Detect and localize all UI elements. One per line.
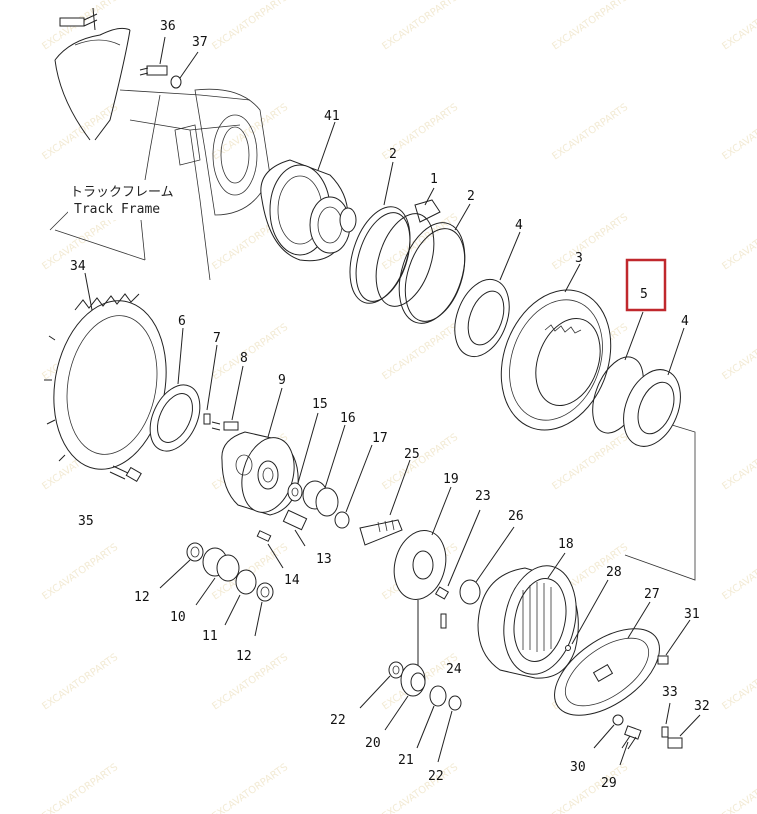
part-label-30: 30 [570,760,586,775]
part-label-15: 15 [312,397,328,412]
part-label-33: 33 [662,685,678,700]
part-label-26: 26 [508,509,524,524]
watermark-text: EXCAVATORPARTS [550,212,630,272]
watermark-text: EXCAVATORPARTS [720,652,757,712]
part-label-3: 3 [575,251,583,266]
part-number-labels: 36 37 41 2 1 2 4 3 5 4 34 6 7 8 9 15 16 … [70,19,710,791]
part-label-5: 5 [640,287,648,302]
thrust-washer-15-gear-16-ring-17 [287,412,373,529]
watermark-text: EXCAVATORPARTS [40,762,120,814]
pin-7-bolt-8-bolt-35 [109,344,244,483]
part-label-11: 11 [202,629,218,644]
highlight-box-part-5 [625,258,667,312]
part-label-29: 29 [601,776,617,791]
carrier-9 [221,387,299,516]
drum-18 [477,552,579,679]
watermark-text: EXCAVATORPARTS [720,762,757,814]
part-label-17: 17 [372,431,388,446]
watermark-text: EXCAVATORPARTS [210,102,290,162]
watermark-text: EXCAVATORPARTS [40,542,120,602]
bearing-4-left [454,231,521,358]
part-label-35: 35 [78,514,94,529]
ring-6 [149,327,201,452]
watermark-text: EXCAVATORPARTS [210,0,290,52]
floating-seals-1-2 [349,161,471,324]
part-label-4b: 4 [681,314,689,329]
watermark-text: EXCAVATORPARTS [720,0,757,52]
part-label-14: 14 [284,573,300,588]
part-label-28: 28 [606,565,622,580]
shim-5-bearing-4-right [592,311,696,581]
part-label-23: 23 [475,489,491,504]
shaft-25 [359,459,411,546]
part-label-36: 36 [160,19,176,34]
part-label-20: 20 [365,736,381,751]
part-label-12b: 12 [236,649,252,664]
watermark-text: EXCAVATORPARTS [40,102,120,162]
watermark-text: EXCAVATORPARTS [380,762,460,814]
watermark-text: EXCAVATORPARTS [550,762,630,814]
carrier-19 [393,486,452,600]
watermark-text: EXCAVATORPARTS [720,212,757,272]
part-label-16: 16 [340,411,356,426]
cover-27-and-fasteners [554,579,701,766]
part-label-22a: 22 [330,713,346,728]
travel-motor-41 [260,121,357,262]
part-label-24: 24 [446,662,462,677]
part-label-31: 31 [684,607,700,622]
part-label-6: 6 [178,314,186,329]
part-label-12a: 12 [134,590,150,605]
watermark-text: EXCAVATORPARTS [720,432,757,492]
part-label-37: 37 [192,35,208,50]
part-label-41: 41 [324,109,340,124]
bolt-36-37 [59,7,199,89]
watermark-text: EXCAVATORPARTS [210,762,290,814]
watermark-text: EXCAVATORPARTS [720,542,757,602]
watermark-text: EXCAVATORPARTS [380,212,460,272]
needle-bearings-10-14 [159,509,308,637]
part-label-27: 27 [644,587,660,602]
part-label-25: 25 [404,447,420,462]
part-label-10: 10 [170,610,186,625]
part-label-18: 18 [558,537,574,552]
part-label-22b: 22 [428,769,444,784]
part-label-2a: 2 [389,147,397,162]
watermark-text: EXCAVATORPARTS [550,0,630,52]
watermark-text: EXCAVATORPARTS [550,102,630,162]
watermark-text: EXCAVATORPARTS [380,0,460,52]
bearings-20-21-22 [359,661,462,763]
frame-label-jp: トラックフレーム [70,185,174,200]
frame-label-en: Track Frame [74,202,160,217]
part-label-1: 1 [430,172,438,187]
part-label-9: 9 [278,373,286,388]
part-label-21: 21 [398,753,414,768]
part-label-32: 32 [694,699,710,714]
part-label-7: 7 [213,331,221,346]
watermark-text: EXCAVATORPARTS [550,432,630,492]
ring-gear-3 [500,263,612,431]
part-label-19: 19 [443,472,459,487]
watermark-text: EXCAVATORPARTS [40,652,120,712]
watermark-text: EXCAVATORPARTS [720,102,757,162]
track-frame-drawing: トラックフレーム Track Frame [49,27,271,281]
part-label-2b: 2 [467,189,475,204]
part-label-8: 8 [240,351,248,366]
part-label-4a: 4 [515,218,523,233]
part-label-13: 13 [316,552,332,567]
watermark-text: EXCAVATORPARTS [380,322,460,382]
part-label-34: 34 [70,259,86,274]
watermark-text: EXCAVATORPARTS [720,322,757,382]
